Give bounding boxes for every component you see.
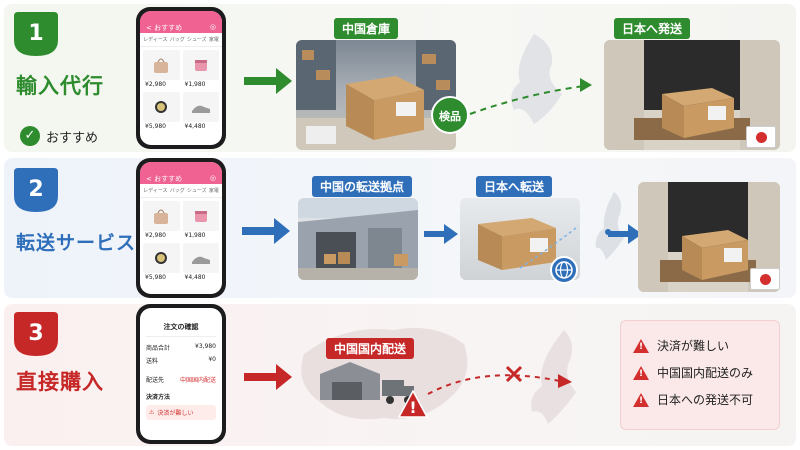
product-card[interactable]: ¥4,480 <box>182 92 219 131</box>
product-card[interactable]: ¥5,980 <box>143 92 180 131</box>
arrow-right-icon <box>244 68 292 94</box>
product-card[interactable]: ¥2,980 <box>143 50 180 89</box>
issue-item: !中国国内配送のみ <box>633 364 767 381</box>
arrow-right-icon <box>242 218 290 244</box>
app-header: < おすすめ <box>146 175 183 183</box>
warehouse-label: 中国倉庫 <box>334 18 399 39</box>
shop-phone: < おすすめ◎ レディース バッグ シューズ 家電 ¥2,980 ¥1,980 … <box>136 158 226 298</box>
check-icon: ✓ <box>20 126 40 146</box>
settings-icon: ◎ <box>209 23 216 31</box>
issue-item: !決済が難しい <box>633 337 767 354</box>
product-card[interactable]: ¥1,980 <box>182 50 219 89</box>
recommend-tag: ✓ おすすめ <box>20 126 98 146</box>
tab-shoes[interactable]: シューズ <box>186 188 207 194</box>
app-header: < おすすめ <box>146 24 183 32</box>
shipping-path-icon <box>469 78 592 115</box>
inspection-badge: 検品 <box>431 96 469 134</box>
tab-appliance[interactable]: 家電 <box>208 188 219 194</box>
cross-icon <box>505 365 523 383</box>
globe-icon <box>550 256 578 284</box>
payment-warning[interactable]: ⚠決済が難しい <box>146 405 216 420</box>
tab-ladies[interactable]: レディース <box>143 37 168 43</box>
order-row: 商品合計¥3,980 <box>146 343 216 352</box>
settings-icon: ◎ <box>209 174 216 182</box>
japan-flag-icon <box>750 268 780 290</box>
arrow-right-icon <box>608 224 642 244</box>
domestic-label: 中国国内配送 <box>326 338 415 359</box>
order-phone: 注文の確認 商品合計¥3,980 送料¥0 配送先中国国内配送 決済方法 ⚠決済… <box>136 304 226 444</box>
warning-icon: ! <box>633 392 649 407</box>
tab-ladies[interactable]: レディース <box>143 188 168 194</box>
method-title: 転送サービス <box>16 232 137 254</box>
warning-icon: ⚠ <box>149 409 155 416</box>
product-card[interactable]: ¥4,480 <box>182 243 219 282</box>
warehouse-photo <box>296 40 456 150</box>
shop-phone: < おすすめ◎ レディース バッグ シューズ 家電 ¥2,980 ¥1,980 … <box>136 7 226 149</box>
hub-label: 中国の転送拠点 <box>312 176 413 197</box>
arrow-right-icon <box>424 224 458 244</box>
order-row: 送料¥0 <box>146 356 216 365</box>
japan-flag-icon <box>746 126 776 148</box>
product-card[interactable]: ¥1,980 <box>182 201 219 240</box>
warning-icon: ! <box>397 389 429 422</box>
warning-icon: ! <box>633 338 649 353</box>
map-japan-icon <box>511 34 562 124</box>
product-card[interactable]: ¥5,980 <box>143 243 180 282</box>
forward-label: 日本へ転送 <box>476 176 553 197</box>
method-title: 直接購入 <box>16 370 104 394</box>
method-number-badge: 1 <box>12 10 60 58</box>
tab-bag[interactable]: バッグ <box>169 188 185 194</box>
method-title: 輸入代行 <box>16 74 104 98</box>
payment-label: 決済方法 <box>146 394 171 401</box>
blocked-path-icon <box>427 374 572 395</box>
issues-panel: !決済が難しい !中国国内配送のみ !日本への発送不可 <box>620 320 780 430</box>
tab-bag[interactable]: バッグ <box>169 37 185 43</box>
tab-shoes[interactable]: シューズ <box>186 37 207 43</box>
method-row-agent: 1 輸入代行 ✓ おすすめ < おすすめ◎ レディース バッグ シューズ 家電 … <box>4 4 796 152</box>
method-row-forwarding: 2 転送サービス < おすすめ ◎ レディース バッグ シューズ 家電 ¥2,98… <box>4 158 796 298</box>
recommend-label: おすすめ <box>46 130 99 146</box>
svg-text:!: ! <box>409 398 416 417</box>
hub-photo <box>298 198 418 280</box>
map-japan-icon <box>531 330 576 424</box>
tab-appliance[interactable]: 家電 <box>208 37 219 43</box>
address-row[interactable]: 配送先中国国内配送 <box>146 377 216 384</box>
method-number-badge: 2 <box>12 166 60 214</box>
ship-to-japan-label: 日本へ発送 <box>614 18 691 39</box>
product-card[interactable]: ¥2,980 <box>143 201 180 240</box>
truck-warehouse-icon <box>320 362 414 404</box>
method-number-badge: 3 <box>12 310 60 358</box>
order-title: 注文の確認 <box>146 312 216 337</box>
issue-item: !日本への発送不可 <box>633 391 767 408</box>
arrow-right-icon <box>244 364 292 390</box>
warning-icon: ! <box>633 365 649 380</box>
